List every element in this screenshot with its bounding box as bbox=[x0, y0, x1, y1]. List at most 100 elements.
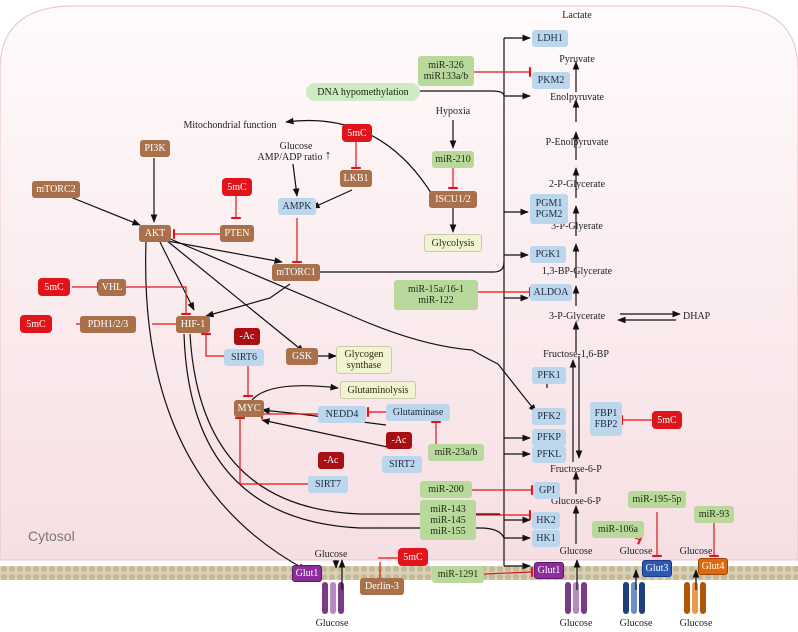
membrane-lipid bbox=[137, 566, 143, 572]
node-pgm: PGM1 PGM2 bbox=[530, 194, 568, 224]
membrane-lipid bbox=[153, 566, 159, 572]
node-mir23: miR-23a/b bbox=[428, 444, 484, 461]
membrane-lipid bbox=[185, 566, 191, 572]
membrane-lipid bbox=[673, 574, 679, 580]
node-gsk: GSK bbox=[286, 348, 318, 365]
membrane-lipid bbox=[233, 574, 239, 580]
membrane-lipid bbox=[129, 574, 135, 580]
membrane-lipid bbox=[129, 566, 135, 572]
membrane-lipid bbox=[201, 574, 207, 580]
node-pgk1: PGK1 bbox=[530, 246, 566, 263]
label-glucose-glut3: Glucose bbox=[619, 546, 653, 557]
label-amp-adp-ratio: AMP/ADP ratio bbox=[257, 152, 323, 163]
node-gpi: GPI bbox=[534, 482, 560, 499]
node-mir143-145-155: miR-143 miR-145 miR-155 bbox=[420, 500, 476, 540]
membrane-lipid bbox=[281, 574, 287, 580]
membrane-lipid bbox=[257, 574, 263, 580]
membrane-lipid bbox=[617, 566, 623, 572]
node-akt: AKT bbox=[139, 225, 171, 242]
membrane-lipid bbox=[201, 566, 207, 572]
membrane-lipid bbox=[569, 566, 575, 572]
membrane-lipid bbox=[409, 574, 415, 580]
membrane-lipid bbox=[321, 566, 327, 572]
badge-5mc-lkb1: 5mC bbox=[342, 124, 372, 142]
label-glucose-out-1: Glucose bbox=[315, 618, 349, 629]
membrane-lipid bbox=[97, 566, 103, 572]
node-mir1291: miR-1291 bbox=[432, 566, 484, 583]
node-pfkp: PFKP bbox=[532, 429, 566, 446]
membrane-lipid bbox=[753, 566, 759, 572]
membrane-lipid bbox=[713, 574, 719, 580]
membrane-lipid bbox=[217, 566, 223, 572]
membrane-lipid bbox=[25, 574, 31, 580]
membrane-lipid bbox=[225, 566, 231, 572]
label-fructose-6-p: Fructose-6-P bbox=[550, 464, 602, 475]
membrane-lipid bbox=[401, 566, 407, 572]
node-vhl: VHL bbox=[98, 279, 126, 296]
node-ampk: AMPK bbox=[278, 198, 316, 215]
node-lkb1: LKB1 bbox=[340, 170, 372, 187]
membrane-lipid bbox=[577, 574, 583, 580]
membrane-lipid bbox=[273, 574, 279, 580]
membrane-lipid bbox=[49, 566, 55, 572]
membrane-lipid bbox=[617, 574, 623, 580]
membrane-lipid bbox=[425, 574, 431, 580]
membrane-lipid bbox=[137, 574, 143, 580]
membrane-lipid bbox=[569, 574, 575, 580]
node-glutaminolysis: Glutaminolysis bbox=[340, 381, 416, 399]
membrane-lipid bbox=[153, 574, 159, 580]
membrane-lipid bbox=[265, 566, 271, 572]
membrane-lipid bbox=[217, 574, 223, 580]
membrane-lipid bbox=[777, 566, 783, 572]
membrane-lipid bbox=[745, 574, 751, 580]
membrane-lipid bbox=[769, 566, 775, 572]
membrane-lipid bbox=[105, 574, 111, 580]
membrane-lipid bbox=[521, 574, 527, 580]
node-ldh1: LDH1 bbox=[532, 30, 568, 47]
label-glucose-pathway: Glucose bbox=[559, 546, 593, 557]
membrane-lipid bbox=[601, 574, 607, 580]
node-glut1-right: Glut1 bbox=[534, 562, 564, 579]
membrane-lipid bbox=[385, 566, 391, 572]
membrane-lipid bbox=[409, 566, 415, 572]
membrane-lipid bbox=[273, 566, 279, 572]
label-glucose-ampk: Glucose bbox=[279, 141, 313, 152]
badge-5mc-pten: 5mC bbox=[222, 178, 252, 196]
membrane-lipid bbox=[209, 566, 215, 572]
membrane-lipid bbox=[593, 574, 599, 580]
membrane-lipid bbox=[529, 574, 535, 580]
node-mir15-mir122: miR-15a/16-1 miR-122 bbox=[394, 280, 478, 310]
membrane-lipid bbox=[721, 574, 727, 580]
badge-5mc-vhl: 5mC bbox=[38, 278, 70, 296]
label-glucose-out-2: Glucose bbox=[559, 618, 593, 629]
membrane-lipid bbox=[177, 566, 183, 572]
membrane-lipid bbox=[705, 574, 711, 580]
membrane-lipid bbox=[65, 574, 71, 580]
membrane-lipid bbox=[169, 574, 175, 580]
membrane-lipid bbox=[497, 566, 503, 572]
membrane-lipid bbox=[9, 574, 15, 580]
node-hk2: HK2 bbox=[532, 512, 560, 529]
membrane-lipid bbox=[113, 566, 119, 572]
membrane-lipid bbox=[729, 566, 735, 572]
badge-5mc-derlin: 5mC bbox=[398, 548, 428, 566]
membrane-lipid bbox=[769, 574, 775, 580]
node-glycolysis: Glycolysis bbox=[424, 234, 482, 252]
label-mitochondrial-function: Mitochondrial function bbox=[183, 120, 277, 131]
membrane-lipid bbox=[17, 566, 23, 572]
label-fructose-1-6-bp: Fructose-1,6-BP bbox=[543, 349, 609, 360]
membrane-lipid bbox=[793, 574, 798, 580]
membrane-lipid bbox=[329, 574, 335, 580]
membrane-lipid bbox=[681, 574, 687, 580]
membrane-lipid bbox=[17, 574, 23, 580]
membrane-lipid bbox=[113, 574, 119, 580]
membrane-lipid bbox=[81, 574, 87, 580]
membrane-lipid bbox=[193, 566, 199, 572]
membrane-lipid bbox=[737, 574, 743, 580]
membrane-lipid bbox=[89, 574, 95, 580]
membrane-lipid bbox=[33, 574, 39, 580]
membrane-lipid bbox=[601, 566, 607, 572]
membrane-lipid bbox=[105, 566, 111, 572]
membrane-lipid bbox=[737, 566, 743, 572]
